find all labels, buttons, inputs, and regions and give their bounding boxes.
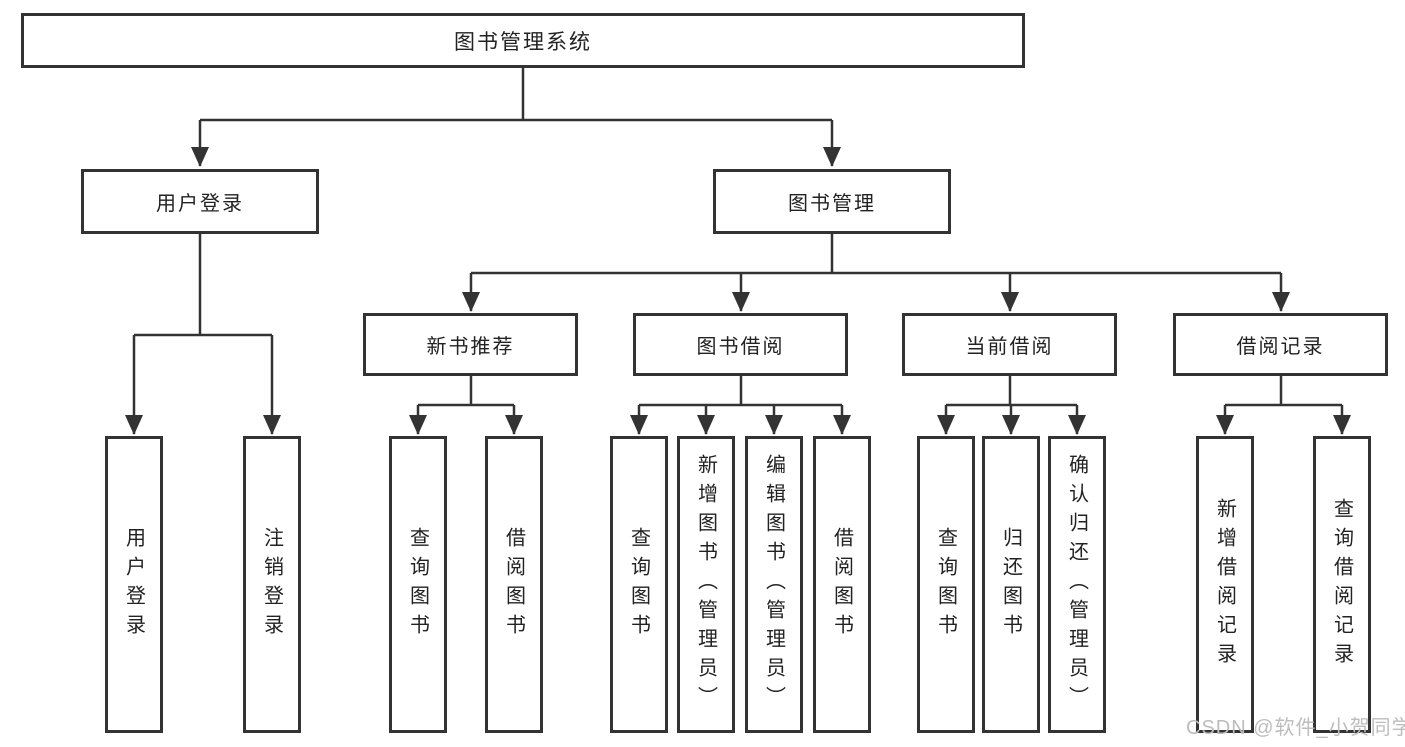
node-current-borrowing: 当前借阅	[902, 313, 1117, 376]
node-leaf-user-login: 用户登录	[105, 436, 163, 733]
node-leaf-query-borrow-record: 查询借阅记录	[1313, 436, 1371, 733]
node-book-borrowing: 图书借阅	[633, 313, 848, 376]
node-leaf-add-book-admin: 新增图书（管理员）	[677, 436, 735, 733]
node-library-management-system: 图书管理系统	[21, 13, 1025, 68]
node-borrow-records: 借阅记录	[1173, 313, 1388, 376]
connector-skeleton	[134, 68, 1342, 407]
node-user-login: 用户登录	[81, 169, 319, 234]
node-leaf-add-borrow-record: 新增借阅记录	[1196, 436, 1254, 733]
node-leaf-confirm-return-admin: 确认归还（管理员）	[1048, 436, 1106, 733]
node-leaf-logout: 注销登录	[243, 436, 301, 733]
node-leaf-return-book: 归还图书	[982, 436, 1040, 733]
node-new-book-recommend: 新书推荐	[363, 313, 578, 376]
node-book-management: 图书管理	[713, 169, 951, 234]
node-leaf-borrow-book-recommend: 借阅图书	[485, 436, 543, 733]
node-leaf-edit-book-admin: 编辑图书（管理员）	[745, 436, 803, 733]
node-leaf-borrow-book: 借阅图书	[813, 436, 871, 733]
node-leaf-query-books-recommend: 查询图书	[389, 436, 447, 733]
node-leaf-query-books-current: 查询图书	[917, 436, 975, 733]
csdn-watermark: CSDN @软件_小贺同学	[1186, 717, 1405, 739]
node-leaf-query-books-borrow: 查询图书	[610, 436, 668, 733]
